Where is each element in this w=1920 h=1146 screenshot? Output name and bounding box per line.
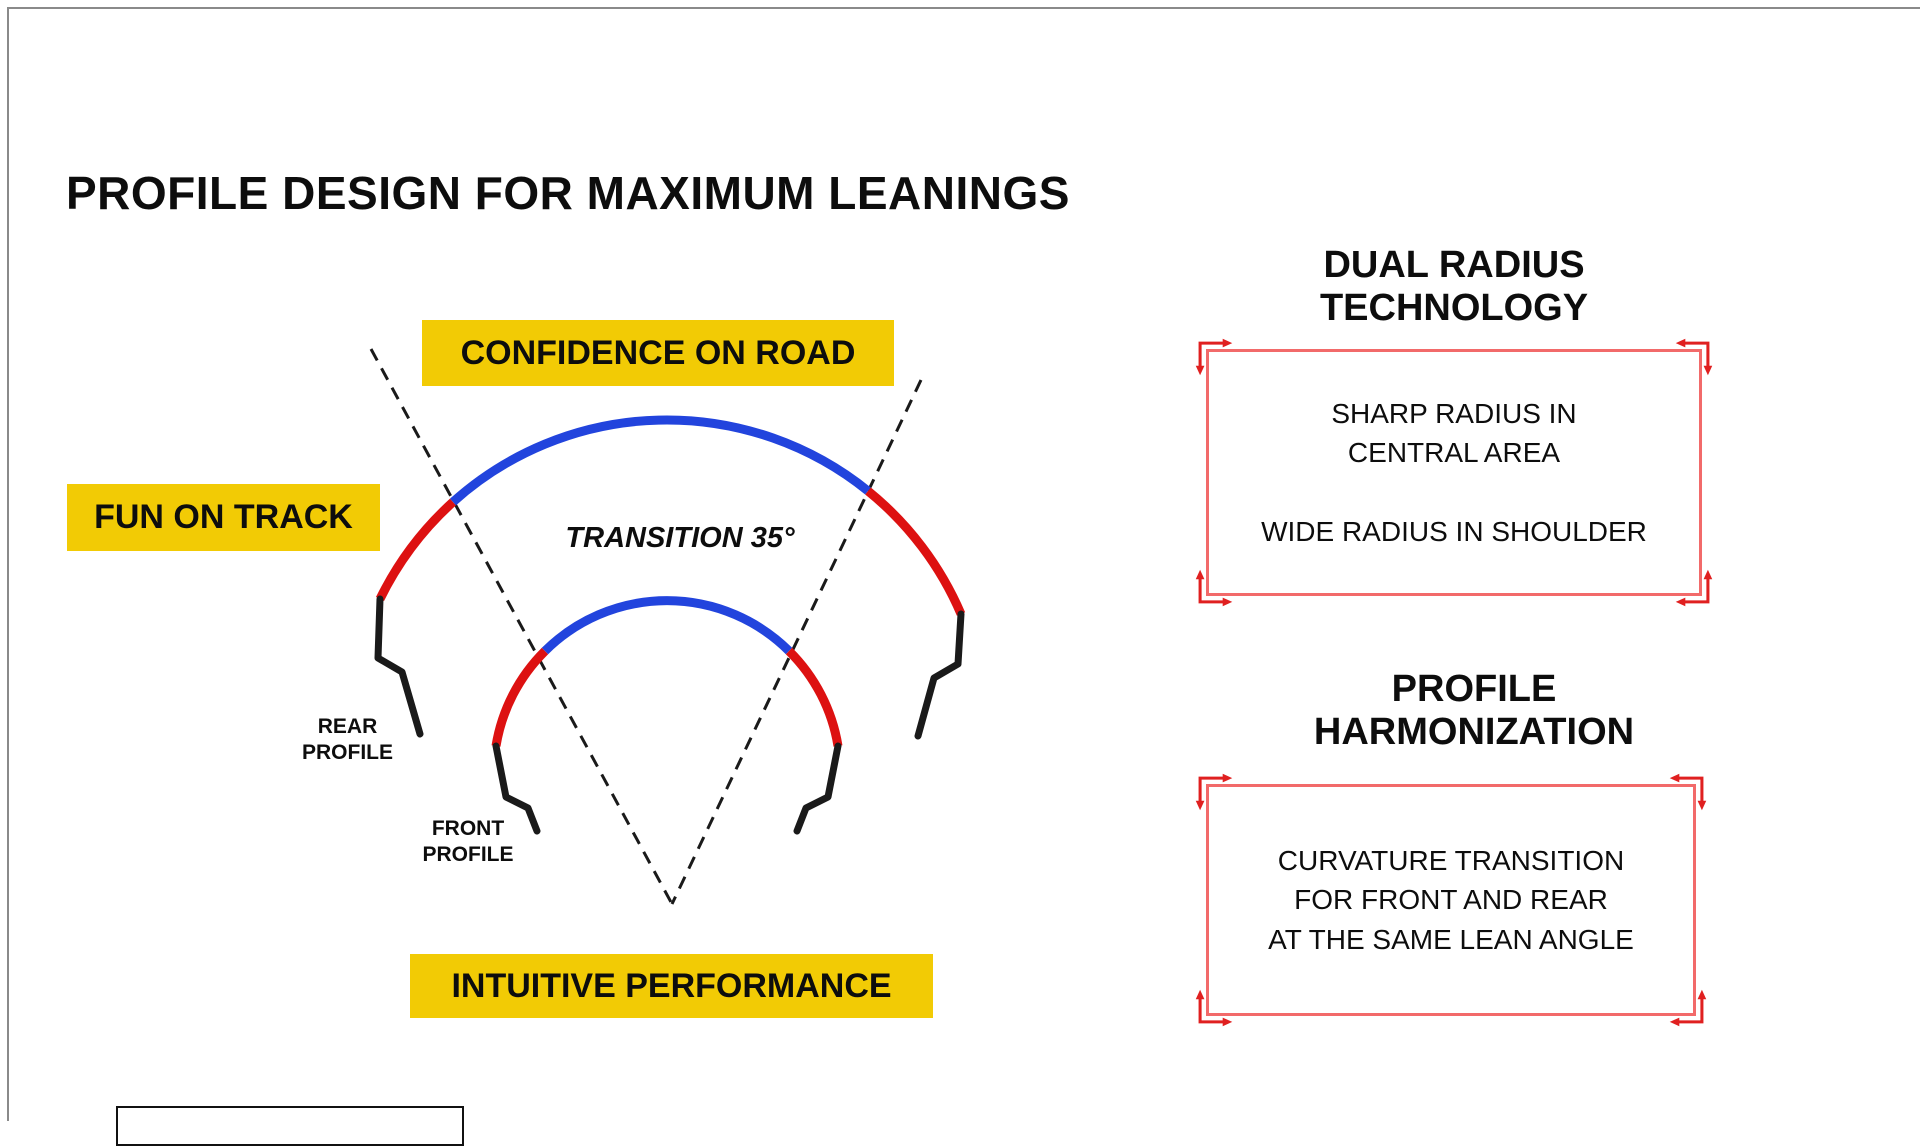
page-title: PROFILE DESIGN FOR MAXIMUM LEANINGS <box>66 167 1070 219</box>
lean-angle-line-left <box>369 348 674 905</box>
rear-profile-label: REAR PROFILE <box>301 715 393 765</box>
front-profile-blue-arc <box>541 596 793 655</box>
corner-arrows-icon <box>1669 989 1707 1027</box>
dual-radius-box: SHARP RADIUS IN CENTRAL AREA WIDE RADIUS… <box>1195 338 1713 607</box>
lean-angle-line-right <box>670 379 923 905</box>
corner-arrows-icon <box>1195 989 1233 1027</box>
fun-on-track-label: FUN ON TRACK <box>67 484 380 551</box>
curvature-transition-text: CURVATURE TRANSITION FOR FRONT AND REAR … <box>1268 845 1634 955</box>
corner-arrows-icon <box>1675 569 1713 607</box>
rear-profile-shoulder-right <box>914 610 965 740</box>
corner-arrows-icon <box>1195 569 1233 607</box>
corner-arrows-icon <box>1669 773 1707 811</box>
profile-harmonization-box: CURVATURE TRANSITION FOR FRONT AND REAR … <box>1195 773 1707 1027</box>
front-profile-shoulder-left <box>492 742 541 835</box>
rear-profile-shoulder-left <box>374 595 424 738</box>
profile-harmonization-heading: PROFILE HARMONIZATION <box>1313 668 1635 753</box>
front-profile-label: FRONT PROFILE <box>422 817 514 867</box>
tire-profile-diagram <box>369 348 966 905</box>
corner-arrows-icon <box>1675 338 1713 376</box>
front-profile-shoulder-right <box>793 742 842 835</box>
rear-profile-red-arc-left <box>375 498 457 601</box>
rear-profile-blue-arc <box>449 415 871 506</box>
corner-arrows-icon <box>1195 338 1233 376</box>
intuitive-performance-label: INTUITIVE PERFORMANCE <box>410 954 933 1018</box>
transition-angle-label: TRANSITION 35° <box>565 522 795 554</box>
rear-profile-red-arc-right <box>865 487 966 616</box>
wide-radius-text: WIDE RADIUS IN SHOULDER <box>1261 516 1647 548</box>
cropped-box-bottom-left <box>116 1106 464 1146</box>
front-profile-red-arc-right <box>785 647 843 747</box>
slide: PROFILE DESIGN FOR MAXIMUM LEANINGS CONF… <box>7 7 1920 1146</box>
sharp-radius-text: SHARP RADIUS IN CENTRAL AREA <box>1331 397 1577 468</box>
front-profile-red-arc-left <box>491 647 549 747</box>
confidence-on-road-label: CONFIDENCE ON ROAD <box>422 320 894 386</box>
dual-radius-technology-heading: DUAL RADIUS TECHNOLOGY <box>1319 244 1589 329</box>
corner-arrows-icon <box>1195 773 1233 811</box>
